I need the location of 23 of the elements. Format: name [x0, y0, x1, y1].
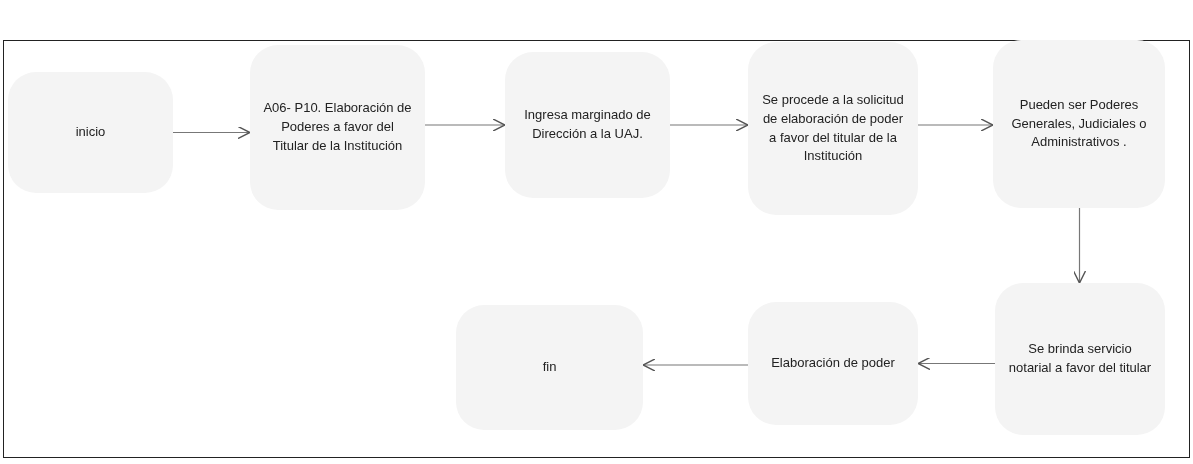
- arrow: [917, 118, 994, 132]
- arrow: [424, 118, 506, 132]
- step-text: A06- P10. Elaboración de Poderes a favor del Titular de la Institución: [262, 99, 413, 155]
- process-box: [748, 42, 918, 215]
- arrow: [642, 358, 749, 372]
- process-box: [505, 52, 670, 198]
- step-text: Pueden ser Poderes Generales, Judiciales o Administrativos .: [1010, 95, 1148, 152]
- step-text: inicio: [75, 123, 106, 142]
- process-box: [748, 302, 918, 425]
- arrow: [669, 118, 749, 132]
- step-text: Ingresa marginado de Dirección a la UAJ.: [523, 106, 652, 143]
- process-box: [456, 305, 643, 430]
- step-text: fin: [542, 358, 557, 377]
- process-box: [250, 45, 425, 210]
- arrow: [1072, 207, 1087, 284]
- process-box: [993, 40, 1165, 208]
- step-text: Se procede a la solicitud de elaboración de poder a favor del titular de la Institución: [761, 90, 905, 166]
- process-box: [995, 283, 1165, 435]
- step-text: Se brinda servicio notarial a favor del titular: [1007, 340, 1153, 377]
- process-box: [8, 72, 173, 193]
- arrow: [917, 356, 996, 371]
- step-text: Elaboración de poder: [771, 354, 895, 373]
- arrow: [172, 125, 251, 140]
